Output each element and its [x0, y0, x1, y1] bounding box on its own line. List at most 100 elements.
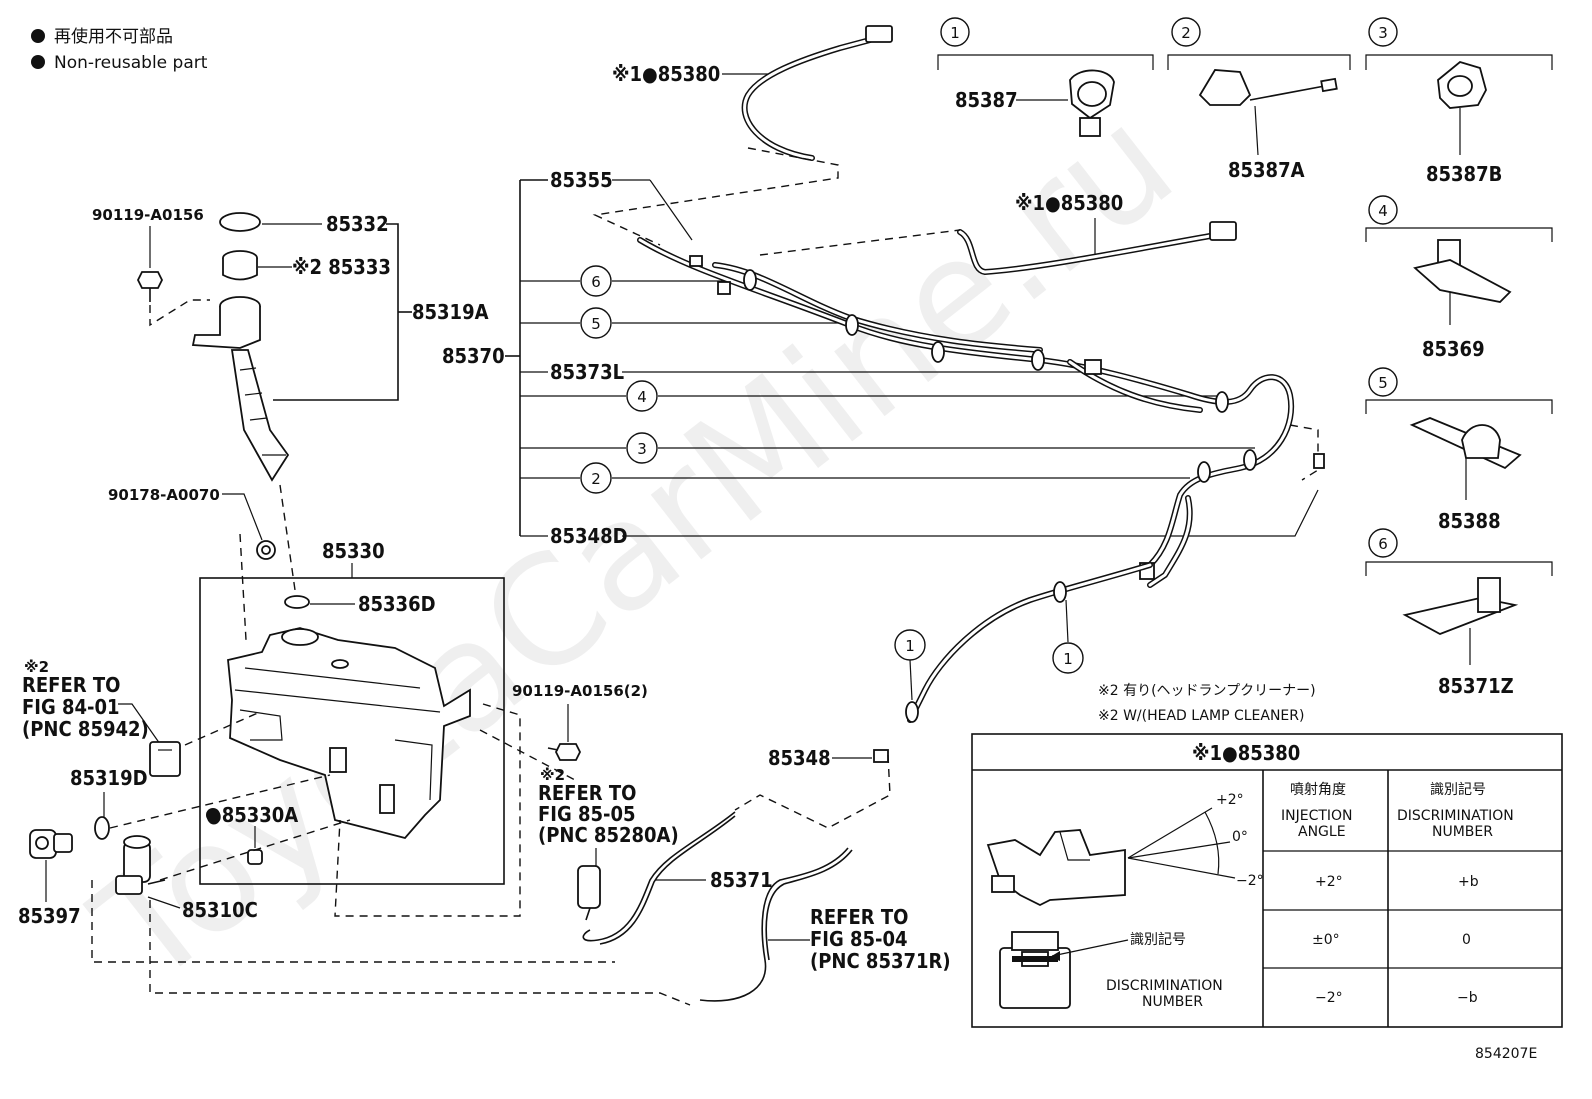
- label-85371: 85371: [710, 868, 773, 892]
- label-85333: ※2 85333: [292, 255, 391, 279]
- nozzle-85380-top-icon: [865, 25, 893, 43]
- callout-5: 5: [580, 307, 612, 339]
- note-jp: ※2 有り(ヘッドランプクリーナー): [1098, 683, 1316, 699]
- label-85355: 85355: [550, 168, 613, 192]
- detail-box-6: 6 85371Z: [1365, 528, 1553, 698]
- ref-fig8504-line1: REFER TO: [810, 905, 908, 929]
- mark-label-jp: 識別記号: [1130, 931, 1186, 948]
- callout-2: 2: [580, 462, 612, 494]
- tank-assembly-box: [199, 577, 505, 885]
- callout-6: 6: [580, 265, 612, 297]
- label-90178-a0070: 90178-A0070: [108, 486, 220, 504]
- label-85380-mid: ※1●85380: [1015, 191, 1123, 215]
- clamp-85387-icon: [1069, 69, 1115, 137]
- ref-fig8401-line3: FIG 84-01: [22, 695, 120, 719]
- ref-fig8505-line3: FIG 85-05: [538, 802, 636, 826]
- ref-fig8504-line2: FIG 85-04: [810, 927, 908, 951]
- strainer-85333-icon: [222, 250, 258, 281]
- detail-box-3: 3 85387B: [1365, 17, 1553, 186]
- ref-fig8401-line1: ※2: [24, 658, 49, 676]
- label-85380-top: ※1●85380: [612, 62, 720, 86]
- non-reusable-bullet-icon: [206, 808, 220, 822]
- ref-fig8505-line2: REFER TO: [538, 781, 636, 805]
- angle-label-zero: 0°: [1232, 829, 1248, 845]
- svg-text:1: 1: [905, 637, 915, 655]
- svg-text:1: 1: [950, 24, 960, 42]
- label-85319D: 85319D: [70, 766, 148, 790]
- label-85330: 85330: [322, 539, 385, 563]
- col-angle-en-2: ANGLE: [1298, 824, 1346, 840]
- label-85371Z: 85371Z: [1438, 674, 1514, 698]
- svg-text:4: 4: [1378, 202, 1388, 220]
- svg-text:5: 5: [1378, 374, 1388, 392]
- svg-text:4: 4: [637, 388, 647, 406]
- detail-box-5: 5 85388: [1365, 367, 1553, 533]
- detail-box-1: 1 85387: [937, 17, 1154, 137]
- mark-label-en-1: DISCRIMINATION: [1106, 978, 1223, 994]
- grommet-85319d-icon: [94, 816, 110, 840]
- row2-mark: 0: [1462, 932, 1471, 948]
- non-reusable-bullet-icon: [31, 29, 45, 43]
- label-85319A: 85319A: [412, 300, 489, 324]
- row3-angle: −2°: [1315, 990, 1343, 1006]
- clip-85388-icon: [1409, 417, 1522, 470]
- svg-text:1: 1: [1063, 650, 1073, 668]
- callout-4: 4: [626, 380, 658, 412]
- label-90119-a0156-top: 90119-A0156: [92, 206, 204, 224]
- clip-85369-icon: [1413, 239, 1512, 303]
- label-85373L: 85373L: [550, 360, 624, 384]
- injection-angle-table: ※1●85380 噴射角度 INJECTION ANGLE 識別記号 DISCR…: [971, 733, 1563, 1028]
- label-85397: 85397: [18, 904, 81, 928]
- label-85310C: 85310C: [182, 898, 258, 922]
- clamp-85387a-icon: [1198, 69, 1338, 106]
- ref-fig8401-line2: REFER TO: [22, 673, 120, 697]
- table-title: ※1●85380: [1192, 741, 1300, 765]
- legend-jp: 再使用不可部品: [54, 26, 173, 47]
- label-85348: 85348: [768, 746, 831, 770]
- pump-85310c-icon: [115, 835, 166, 895]
- col-mark-en-2: NUMBER: [1432, 824, 1493, 840]
- row3-mark: −b: [1457, 990, 1478, 1006]
- ref-fig8505-line1: ※2: [540, 766, 565, 784]
- callout-3: 3: [626, 432, 658, 464]
- headlamp-cleaner-pump-icon: [577, 865, 601, 921]
- detail-box-4: 4 85369: [1365, 195, 1553, 361]
- grommet-85330a-icon: [247, 849, 263, 865]
- joint-85348-icon: [873, 749, 889, 763]
- pump-85397-icon: [29, 829, 73, 859]
- nozzle-front-view-icon: [999, 931, 1071, 1009]
- label-85387: 85387: [955, 88, 1018, 112]
- label-85330A: ●85330A: [206, 803, 298, 827]
- svg-text:6: 6: [1378, 535, 1388, 553]
- nozzle-85380-mid-icon: [1209, 221, 1237, 241]
- label-85370: 85370: [442, 344, 505, 368]
- clamp-85387b-icon: [1437, 61, 1487, 109]
- level-sensor-icon: [149, 741, 181, 777]
- ref-fig8401-line4: (PNC 85942): [22, 717, 149, 741]
- label-85387A: 85387A: [1228, 158, 1305, 182]
- legend-en: Non-reusable part: [54, 53, 208, 73]
- label-85388: 85388: [1438, 509, 1501, 533]
- connector-icon: [1313, 453, 1325, 469]
- cap-85332-icon: [219, 212, 261, 232]
- note-en: ※2 W/(HEAD LAMP CLEANER): [1098, 708, 1304, 724]
- svg-text:2: 2: [1181, 24, 1191, 42]
- svg-text:2: 2: [591, 470, 601, 488]
- clip-85371z-icon: [1402, 577, 1519, 635]
- svg-text:3: 3: [637, 440, 647, 458]
- row2-angle: ±0°: [1312, 932, 1340, 948]
- ref-fig8504-line3: (PNC 85371R): [810, 949, 951, 973]
- non-reusable-bullet-icon: [31, 55, 45, 69]
- mark-label-en-2: NUMBER: [1142, 994, 1203, 1010]
- detail-box-2: 2 85387A: [1167, 17, 1351, 182]
- row1-angle: +2°: [1315, 874, 1343, 890]
- washer-tank-85330-icon: [227, 627, 471, 840]
- label-85336D: 85336D: [358, 592, 436, 616]
- svg-text:5: 5: [591, 315, 601, 333]
- col-mark-jp: 識別記号: [1430, 781, 1486, 798]
- nozzle-side-view-icon: [986, 807, 1236, 907]
- col-angle-jp: 噴射角度: [1290, 782, 1346, 798]
- callout-1-upper: 1: [894, 629, 926, 661]
- col-angle-en-1: INJECTION: [1281, 808, 1353, 824]
